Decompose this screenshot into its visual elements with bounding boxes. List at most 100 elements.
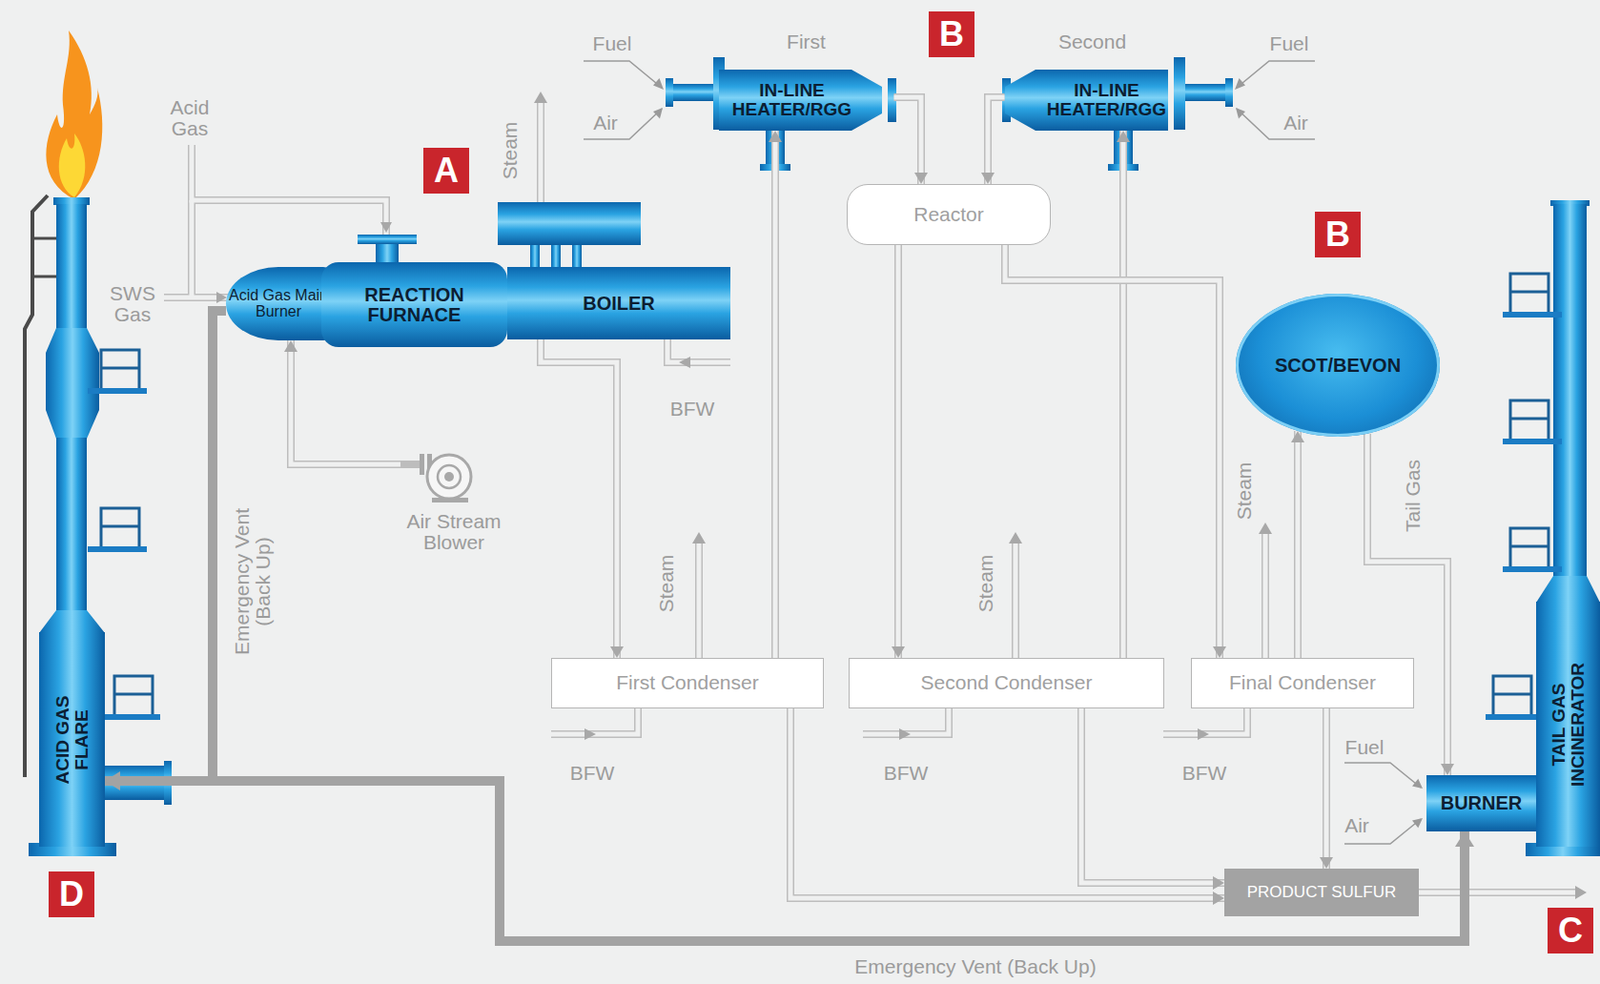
heater-box: SecondIN-LINE HEATER/RGG: [1005, 69, 1181, 131]
process-connector: [790, 708, 1225, 905]
incinerator-stack: [1536, 575, 1600, 603]
arrow-head: [1116, 130, 1130, 143]
stream-label: Steam: [975, 554, 997, 614]
flare-stack: [39, 610, 105, 634]
stream-label: Emergency Vent (Back Up): [231, 495, 274, 668]
pipe-wall: [1119, 130, 1128, 658]
process-connector: [284, 340, 401, 465]
boiler-drum: [357, 202, 641, 268]
pipe-bore: [1005, 245, 1220, 658]
node-label: Air Stream Blower: [391, 511, 516, 554]
boiler-drum: [357, 234, 417, 245]
pipe-wall: [771, 130, 780, 658]
incinerator-stack: [1485, 200, 1600, 857]
stream-label: Air: [593, 112, 618, 134]
blower-casing: [427, 454, 472, 499]
process-pipe: [164, 99, 1578, 893]
stream-label: BFW: [1182, 762, 1228, 784]
stream-label: Steam: [499, 122, 521, 181]
fuel-air-line: [1236, 61, 1315, 88]
node-label: Second Condenser: [921, 672, 1093, 694]
arrow-head: [768, 130, 782, 143]
process-connector: [1005, 245, 1227, 658]
node-label: REACTION FURNACE: [352, 285, 477, 326]
process-connector: [1291, 430, 1305, 658]
flow-arrow: [899, 728, 911, 740]
stream-label: BFW: [670, 398, 716, 420]
flow-arrow: [584, 728, 596, 740]
process-connector: [1081, 708, 1225, 890]
stream-label: Tail Gas: [1402, 459, 1424, 533]
heater-fittings: [1173, 57, 1186, 130]
blower-casing: [437, 465, 461, 489]
node-label: Reactor: [913, 204, 985, 226]
condenser-box: First Condenser: [551, 657, 824, 709]
fuel-air-line: [1344, 762, 1421, 788]
pipe-bore: [1324, 708, 1330, 869]
reactor-box: Reactor: [846, 184, 1051, 246]
pipe-bore: [1295, 430, 1301, 658]
pipe-wall: [1081, 708, 1225, 883]
pipe-wall: [790, 708, 1225, 899]
flow-arrow: [1575, 885, 1587, 900]
pipe-wall: [540, 339, 617, 658]
blower-base: [431, 497, 469, 503]
emergency-vent-line: [104, 310, 226, 781]
arrow-head: [1212, 876, 1225, 890]
pipe-bore: [540, 339, 617, 658]
node-label: TAIL GAS INCINERATOR: [1549, 653, 1588, 797]
node-label: ACID GAS FLARE: [53, 687, 92, 793]
pipe-bore: [290, 340, 401, 465]
arrow-head: [1319, 857, 1334, 869]
pipe-wall: [1367, 433, 1448, 776]
heater-box: FirstIN-LINE HEATER/RGG: [718, 69, 895, 131]
stream-label: SWS Gas: [106, 283, 160, 326]
pipe-bore: [773, 130, 779, 658]
arrow-head: [891, 646, 905, 658]
blower-hub: [444, 471, 454, 482]
heater-fittings: [673, 83, 714, 102]
burner-ellipse: Acid Gas Main Burner: [225, 266, 331, 341]
heater-fittings: [665, 57, 1233, 171]
node-label: PRODUCT SULFUR: [1247, 883, 1396, 902]
fuel-air-arrow: [1235, 107, 1246, 120]
process-connector: [540, 339, 624, 658]
boiler-drum: [572, 245, 582, 268]
blower-symbol: Air Stream Blower: [400, 444, 508, 567]
pipe-bore: [1121, 130, 1127, 658]
node-label: BURNER: [1440, 793, 1523, 814]
stream-label: Steam: [1233, 462, 1255, 521]
flare-stack: [56, 437, 87, 612]
condenser-box: Second Condenser: [848, 657, 1165, 709]
arrow-head: [981, 172, 995, 185]
flow-arrow: [1008, 532, 1023, 544]
stream-label: Fuel: [1345, 737, 1385, 759]
process-connector: [1367, 433, 1455, 776]
pipe-bore: [790, 708, 1225, 899]
flow-arrow: [1197, 728, 1210, 740]
stream-label: Air: [1283, 112, 1309, 134]
heater-shell: [718, 69, 883, 131]
boiler-drum: [530, 245, 540, 268]
stream-label: Air: [1344, 815, 1370, 837]
pipe-wall: [1322, 708, 1331, 869]
pipe-bore: [987, 97, 1006, 185]
stream-label: Fuel: [593, 33, 633, 55]
arrow-head: [1455, 831, 1475, 847]
sulfur-box: PRODUCT SULFUR: [1224, 868, 1419, 917]
blower-symbol: [400, 444, 508, 506]
callout-letter: D: [48, 871, 95, 918]
node-label: SCOT/BEVON: [1274, 355, 1401, 376]
flow-arrow: [380, 222, 392, 233]
process-pipe: [164, 99, 1578, 893]
flare-stack: [101, 676, 161, 720]
flare-stack: [32, 238, 57, 277]
arrow-head: [284, 340, 298, 352]
pipe-bore: [894, 97, 923, 185]
furnace-box: REACTION FURNACE: [321, 262, 508, 348]
flare-stack: [53, 197, 90, 206]
fuel-air-line: [583, 61, 662, 88]
